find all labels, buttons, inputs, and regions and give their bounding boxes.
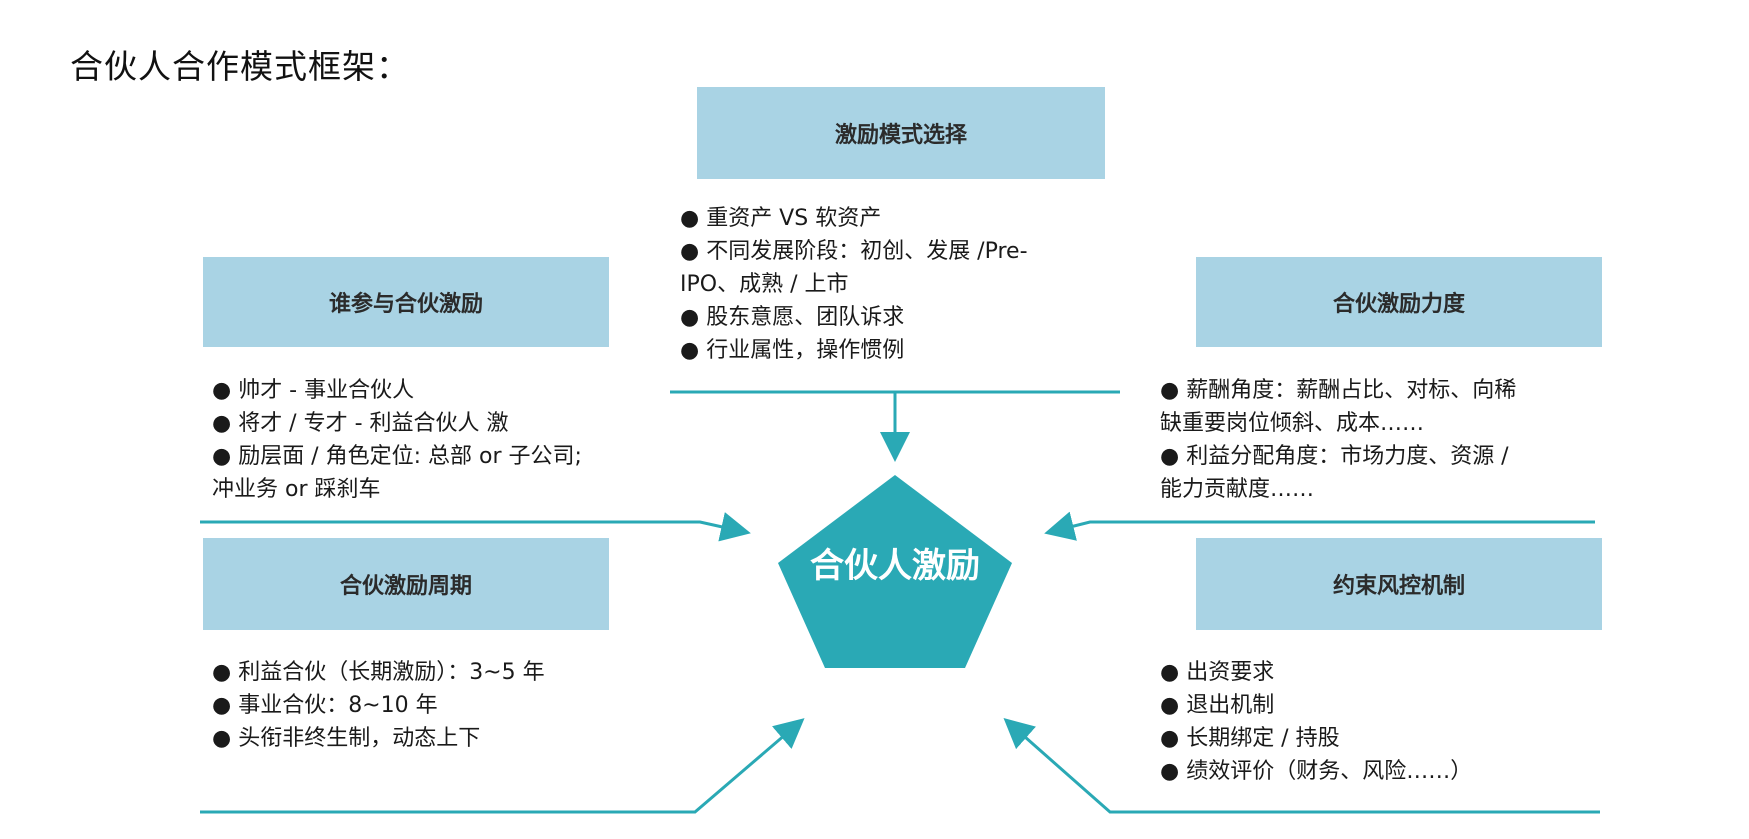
list-item: ● 长期绑定 / 持股 [1160,726,1340,751]
list-item: ● 帅才 - 事业合伙人 [212,378,415,403]
list-risk-control: ● 出资要求 ● 退出机制 ● 长期绑定 / 持股 ● 绩效评价（财务、风险……… [1160,656,1472,788]
left-lower-arrow [200,718,805,814]
page-title: 合伙人合作模式框架： [70,47,410,86]
box-participants: 谁参与合伙激励 [203,257,609,347]
box-incentive-strength: 合伙激励力度 [1196,257,1602,347]
list-item: ● 利益分配角度：市场力度、资源 / [1160,444,1509,469]
list-item: 能力贡献度…… [1160,477,1315,502]
list-participants: ● 帅才 - 事业合伙人 ● 将才 / 专才 - 利益合伙人 激 ● 励层面 /… [212,374,582,506]
list-item: 缺重要岗位倾斜、成本…… [1160,411,1425,436]
list-item: ● 事业合伙：8~10 年 [212,693,438,718]
box-risk-control: 约束风控机制 [1196,538,1602,630]
list-item: ● 出资要求 [1160,660,1275,685]
list-item: 冲业务 or 踩刹车 [212,477,381,502]
list-item: ● 励层面 / 角色定位: 总部 or 子公司; [212,444,582,469]
left-upper-arrow [200,512,751,542]
list-item: ● 股东意愿、团队诉求 [680,305,905,330]
list-item: IPO、成熟 / 上市 [680,272,849,297]
right-upper-arrow [1044,511,1595,541]
list-item: ● 重资产 VS 软资产 [680,206,882,231]
list-item: ● 退出机制 [1160,693,1275,718]
list-item: ● 头衔非终生制，动态上下 [212,726,481,751]
center-pentagon [778,475,1012,668]
list-incentive-cycle: ● 利益合伙（长期激励）：3~5 年 ● 事业合伙：8~10 年 ● 头衔非终生… [212,656,545,755]
list-item: ● 利益合伙（长期激励）：3~5 年 [212,660,545,685]
box-incentive-cycle: 合伙激励周期 [203,538,609,630]
list-incentive-strength: ● 薪酬角度：薪酬占比、对标、向稀 缺重要岗位倾斜、成本…… ● 利益分配角度：… [1160,374,1516,506]
right-lower-arrow [1003,718,1600,814]
list-item: ● 将才 / 专才 - 利益合伙人 激 [212,411,509,436]
list-item: ● 不同发展阶段：初创、发展 /Pre- [680,239,1028,264]
list-incentive-mode: ● 重资产 VS 软资产 ● 不同发展阶段：初创、发展 /Pre- IPO、成熟… [680,202,1028,367]
box-incentive-mode: 激励模式选择 [697,87,1105,179]
center-label: 合伙人激励 [810,546,980,586]
list-item: ● 薪酬角度：薪酬占比、对标、向稀 [1160,378,1517,403]
list-item: ● 绩效评价（财务、风险……） [1160,759,1473,784]
list-item: ● 行业属性，操作惯例 [680,338,905,363]
